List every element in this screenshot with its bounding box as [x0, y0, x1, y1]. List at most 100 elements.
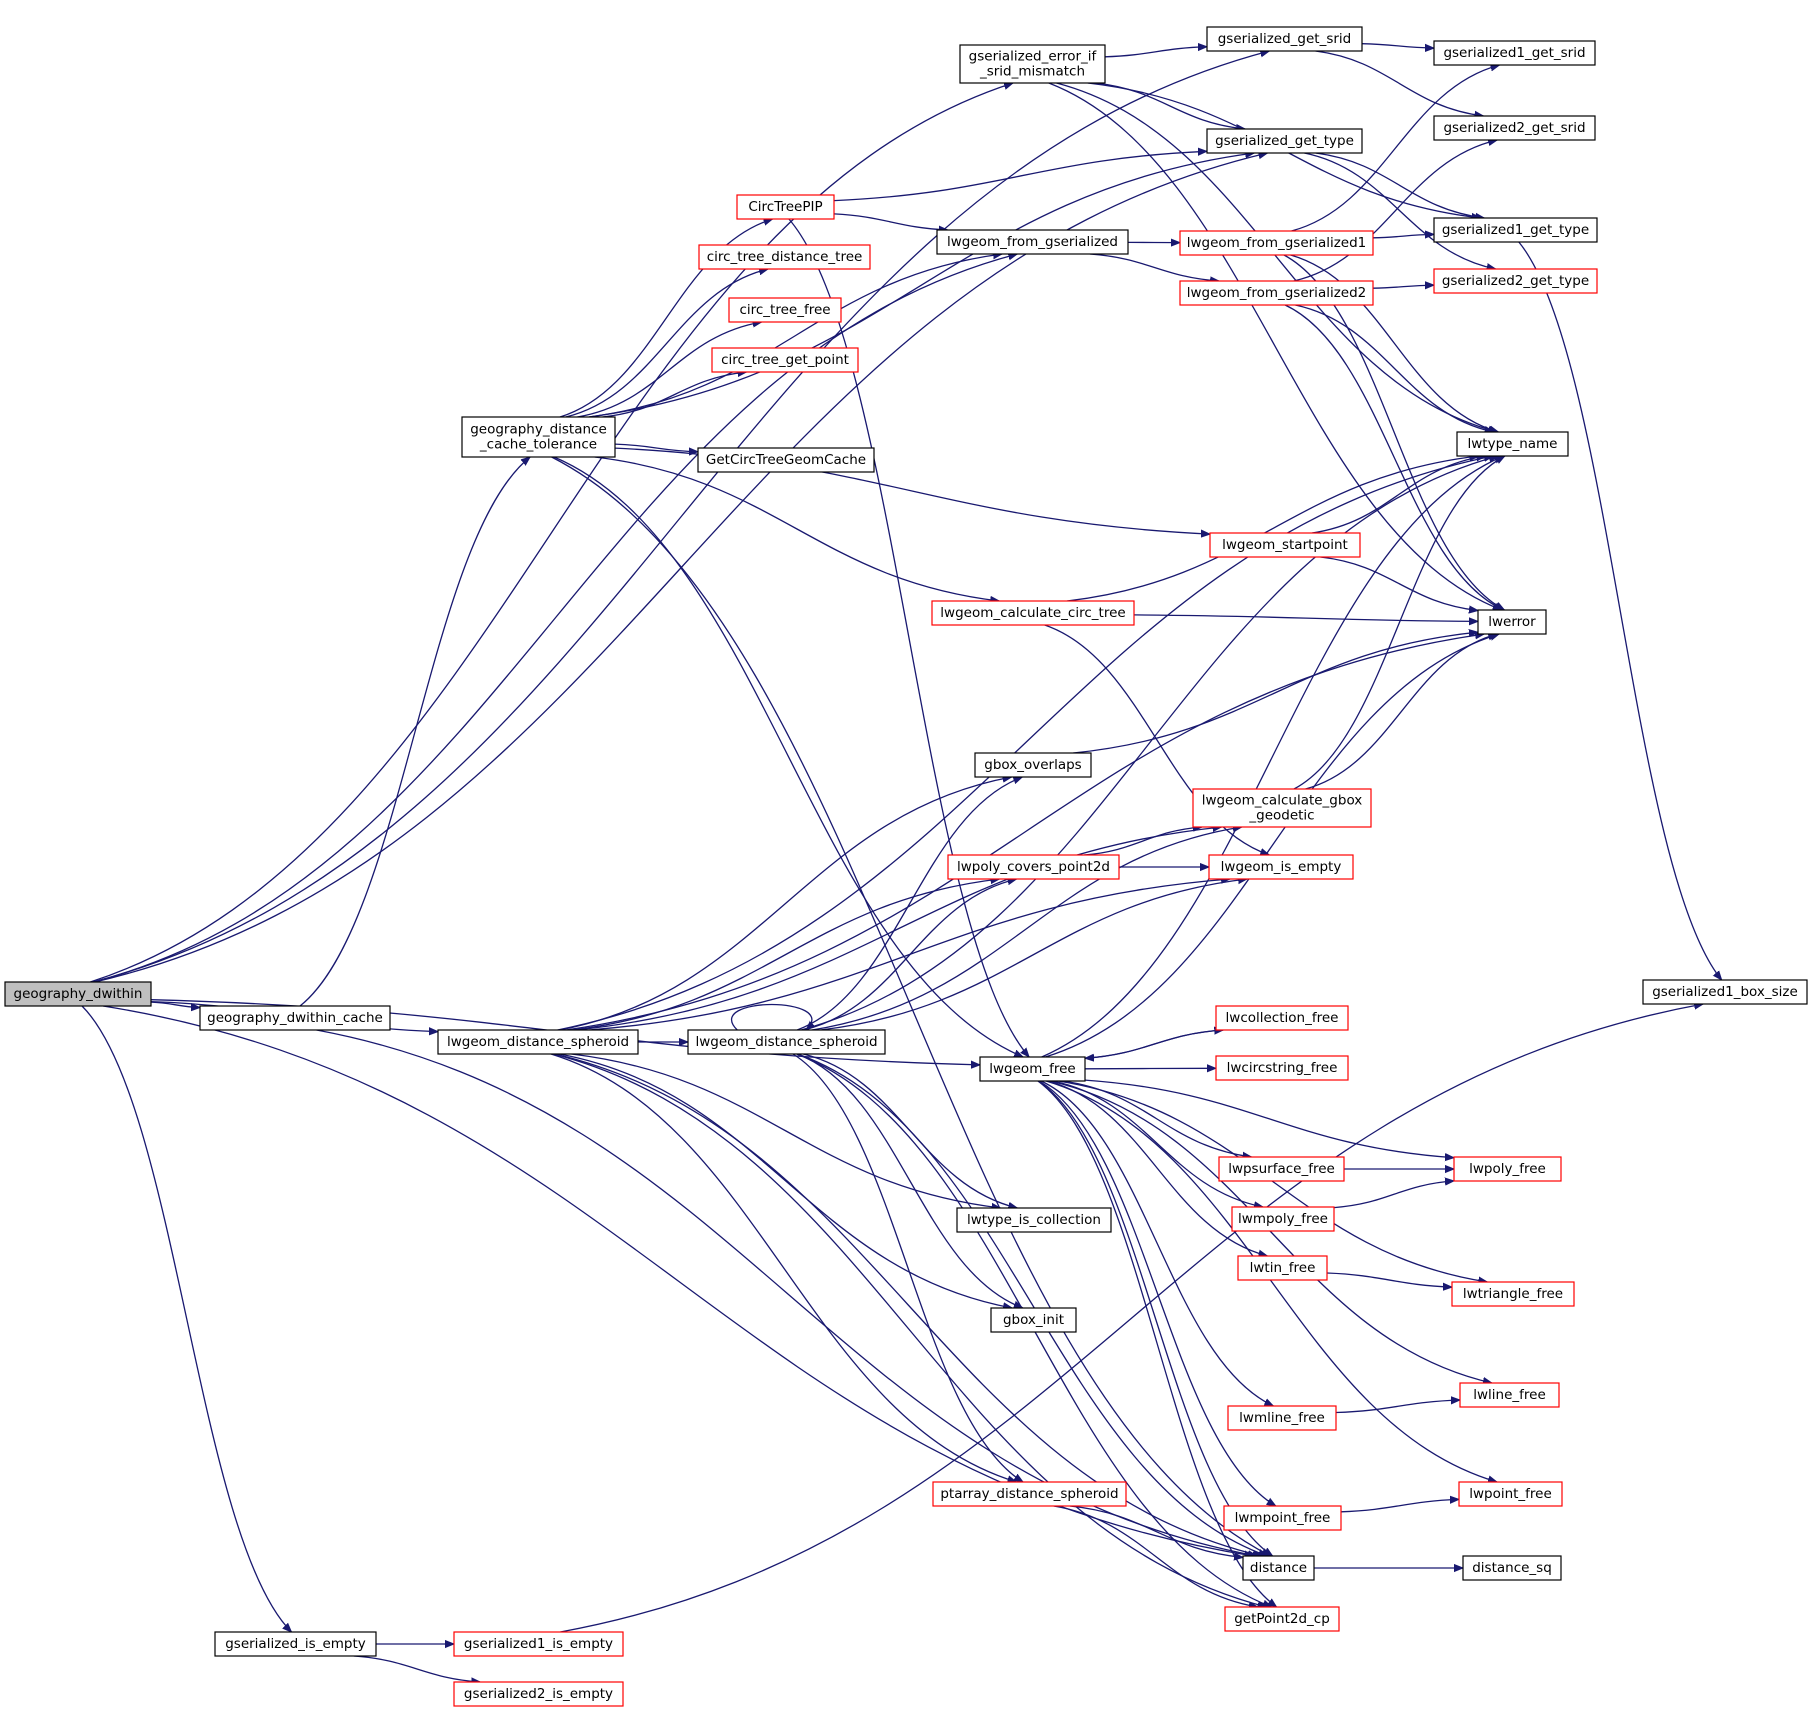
node-box	[1206, 128, 1363, 154]
edge-gbox-overlaps-to-lwerror	[1073, 632, 1478, 754]
node-label: lwgeom_distance_spheroid	[447, 1034, 629, 1050]
node-label: geography_distance	[470, 422, 607, 438]
node-lwcollection-free[interactable]: lwcollection_free	[1215, 1005, 1349, 1031]
node-box	[1477, 609, 1547, 635]
node-ptarray-distance-spheroid[interactable]: ptarray_distance_spheroid	[932, 1481, 1127, 1507]
node-lwgeom-is-empty[interactable]: lwgeom_is_empty	[1208, 854, 1354, 880]
edge-lwgeom-distance-spheroid-b-to-ptarray-distance-spheroid	[792, 1053, 1023, 1482]
node-getcirctreegeomcache[interactable]: GetCircTreeGeomCache	[697, 447, 875, 473]
edge-lwgeom-from-gserialized2-to-gserialized2-get-srid	[1293, 140, 1497, 282]
node-lwline-free[interactable]: lwline_free	[1459, 1382, 1560, 1408]
node-lwgeom-from-gserialized2[interactable]: lwgeom_from_gserialized2	[1179, 280, 1374, 306]
edge-lwgeom-distance-spheroid-a-to-ptarray-distance-spheroid	[550, 1053, 1017, 1482]
node-gbox-init[interactable]: gbox_init	[990, 1307, 1077, 1333]
node-box	[947, 854, 1120, 880]
node-lwtin-free[interactable]: lwtin_free	[1237, 1255, 1328, 1281]
edge-lwgeom-distance-spheroid-b-to-gbox-overlaps	[796, 777, 1022, 1031]
node-gserialized1-box-size[interactable]: gserialized1_box_size	[1642, 979, 1808, 1005]
node-gbox-overlaps[interactable]: gbox_overlaps	[974, 752, 1092, 778]
node-lwpsurface-free[interactable]: lwpsurface_free	[1218, 1156, 1345, 1182]
node-label: gserialized2_get_srid	[1443, 120, 1585, 136]
node-box	[698, 244, 871, 270]
edge-gserialized-get-srid-to-gserialized1-get-srid	[1361, 43, 1434, 48]
node-label: lwgeom_calculate_circ_tree	[940, 605, 1125, 621]
node-label: gbox_overlaps	[984, 757, 1081, 773]
edge-geography-distance-cache-tolerance-to-getcirctreegeomcache	[614, 443, 698, 452]
node-lwpoint-free[interactable]: lwpoint_free	[1458, 1481, 1563, 1507]
node-lwgeom-calculate-gbox-geodetic[interactable]: lwgeom_calculate_gbox_geodetic	[1192, 788, 1372, 828]
node-distance-sq[interactable]: distance_sq	[1462, 1555, 1562, 1581]
node-label: gserialized_get_type	[1215, 133, 1354, 149]
node-gserialized-is-empty[interactable]: gserialized_is_empty	[214, 1631, 377, 1657]
node-lwcircstring-free[interactable]: lwcircstring_free	[1215, 1055, 1349, 1081]
node-getpoint2d-cp[interactable]: getPoint2d_cp	[1224, 1606, 1340, 1632]
edge-lwgeom-startpoint-to-lwerror	[1320, 556, 1478, 611]
node-lwpoly-covers-point2d[interactable]: lwpoly_covers_point2d	[947, 854, 1120, 880]
node-box	[1433, 115, 1596, 141]
edge-geography-distance-cache-tolerance-to-circ-tree-free	[577, 322, 761, 418]
node-lwgeom-startpoint[interactable]: lwgeom_startpoint	[1209, 532, 1361, 558]
node-gserialized1-is-empty[interactable]: gserialized1_is_empty	[453, 1631, 624, 1657]
node-lwgeom-distance-spheroid-b[interactable]: lwgeom_distance_spheroid	[687, 1029, 886, 1055]
node-gserialized1-get-type[interactable]: gserialized1_get_type	[1433, 217, 1598, 243]
node-gserialized2-get-srid[interactable]: gserialized2_get_srid	[1433, 115, 1596, 141]
node-label: distance_sq	[1472, 1560, 1552, 1576]
node-lwtriangle-free[interactable]: lwtriangle_free	[1451, 1281, 1575, 1307]
node-box	[214, 1631, 377, 1657]
node-label: lwgeom_from_gserialized	[947, 234, 1118, 250]
node-gserialized-get-srid[interactable]: gserialized_get_srid	[1206, 26, 1363, 52]
node-gserialized2-is-empty[interactable]: gserialized2_is_empty	[453, 1681, 624, 1707]
edge-gserialized1-get-type-to-gserialized1-box-size	[1518, 241, 1722, 980]
node-box	[932, 1481, 1127, 1507]
edge-geography-dwithin-to-gserialized-get-srid	[93, 51, 1269, 983]
node-label: lwgeom_distance_spheroid	[695, 1034, 877, 1050]
node-lwmline-free[interactable]: lwmline_free	[1227, 1405, 1337, 1431]
node-lwmpoly-free[interactable]: lwmpoly_free	[1231, 1206, 1335, 1232]
node-lwtype-name[interactable]: lwtype_name	[1456, 431, 1569, 457]
node-circtreepip[interactable]: CircTreePIP	[736, 194, 835, 220]
node-label: lwtype_is_collection	[967, 1212, 1101, 1228]
node-lwmpoint-free[interactable]: lwmpoint_free	[1223, 1505, 1342, 1531]
node-distance[interactable]: distance	[1242, 1555, 1315, 1581]
node-label: lwgeom_from_gserialized2	[1187, 285, 1367, 301]
node-gserialized-error-if-srid-mismatch[interactable]: gserialized_error_if_srid_mismatch	[959, 44, 1106, 84]
node-lwgeom-from-gserialized1[interactable]: lwgeom_from_gserialized1	[1179, 230, 1374, 256]
node-gserialized1-get-srid[interactable]: gserialized1_get_srid	[1433, 40, 1596, 66]
node-lwpoly-free[interactable]: lwpoly_free	[1453, 1156, 1562, 1182]
edge-gserialized-error-if-srid-mismatch-to-lwtype-name	[1056, 82, 1498, 432]
node-box	[1451, 1281, 1575, 1307]
node-box	[979, 1056, 1086, 1082]
edge-lwgeom-distance-spheroid-a-to-lwerror	[565, 634, 1484, 1031]
node-label: lwcollection_free	[1226, 1010, 1339, 1026]
node-box	[1224, 1606, 1340, 1632]
node-lwgeom-from-gserialized[interactable]: lwgeom_from_gserialized	[936, 229, 1129, 255]
node-circ-tree-free[interactable]: circ_tree_free	[728, 297, 842, 323]
node-gserialized-get-type[interactable]: gserialized_get_type	[1206, 128, 1363, 154]
node-lwgeom-distance-spheroid-a[interactable]: lwgeom_distance_spheroid	[437, 1029, 639, 1055]
node-lwgeom-calculate-circ-tree[interactable]: lwgeom_calculate_circ_tree	[931, 600, 1135, 626]
edge-lwgeom-calculate-circ-tree-to-lwerror	[1133, 614, 1478, 622]
node-geography-distance-cache-tolerance[interactable]: geography_distance_cache_tolerance	[461, 416, 616, 458]
node-lwgeom-free[interactable]: lwgeom_free	[979, 1056, 1086, 1082]
node-label: lwtype_name	[1468, 436, 1558, 452]
node-lwerror[interactable]: lwerror	[1477, 609, 1547, 635]
edge-lwgeom-distance-spheroid-a-to-getpoint2d-cp	[553, 1053, 1267, 1607]
edge-gserialized-get-type-to-gserialized2-get-type	[1304, 152, 1495, 269]
edge-lwgeom-free-to-lwtin-free	[1047, 1080, 1268, 1256]
node-box	[936, 229, 1129, 255]
node-label: gserialized1_get_srid	[1443, 45, 1585, 61]
node-circ-tree-get-point[interactable]: circ_tree_get_point	[711, 347, 859, 373]
node-geography-dwithin[interactable]: geography_dwithin	[4, 981, 152, 1007]
edge-gserialized-get-type-to-gserialized1-get-type	[1315, 152, 1485, 218]
node-gserialized2-get-type[interactable]: gserialized2_get_type	[1433, 268, 1598, 294]
edge-geography-dwithin-to-distance	[102, 1005, 1253, 1556]
node-label: lwgeom_calculate_gbox	[1202, 793, 1363, 809]
node-label: CircTreePIP	[748, 199, 822, 215]
node-box	[1459, 1382, 1560, 1408]
node-circ-tree-distance-tree[interactable]: circ_tree_distance_tree	[698, 244, 871, 270]
node-geography-dwithin-cache[interactable]: geography_dwithin_cache	[199, 1005, 391, 1031]
node-box	[1462, 1555, 1562, 1581]
edge-lwgeom-free-to-lwerror	[1045, 634, 1499, 1058]
node-lwtype-is-collection[interactable]: lwtype_is_collection	[956, 1207, 1112, 1233]
